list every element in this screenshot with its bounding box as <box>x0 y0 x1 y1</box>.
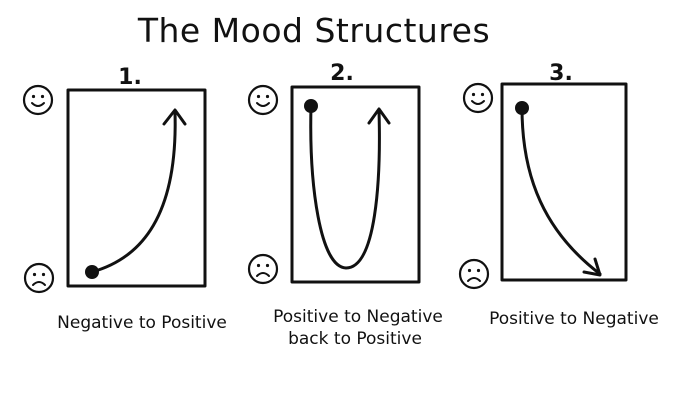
panel-2-caption-line-1: Positive to Negative <box>273 307 443 327</box>
panel-1: 1. Negative to Positive <box>22 65 227 333</box>
panel-2-number: 2. <box>330 61 354 86</box>
smiley-face-icon <box>247 84 279 116</box>
panel-3-start-dot <box>515 101 529 115</box>
smiley-face-icon <box>462 82 494 114</box>
panel-1-number: 1. <box>118 65 142 90</box>
panel-3-caption-line-1: Positive to Negative <box>489 309 659 329</box>
panel-3-mood-curve <box>520 106 602 276</box>
panel-1-arrowhead <box>162 108 187 126</box>
panel-1-mood-curve <box>90 110 177 274</box>
panel-3-number: 3. <box>549 61 573 86</box>
diagram-title: The Mood Structures <box>137 11 490 50</box>
panel-3: 3. Positive to Negative <box>458 61 659 329</box>
panel-2-frame <box>290 85 421 284</box>
panel-2-mood-curve <box>309 104 381 270</box>
panel-2: 2. Positive to Negative back to Positive <box>247 61 443 349</box>
sad-face-icon <box>247 253 279 285</box>
sad-face-icon <box>23 262 55 294</box>
smiley-face-icon <box>22 84 54 116</box>
panel-2-arrowhead <box>367 107 391 125</box>
panel-2-start-dot <box>304 99 318 113</box>
panel-1-start-dot <box>85 265 99 279</box>
panel-1-frame <box>66 88 207 288</box>
sad-face-icon <box>458 258 490 290</box>
panel-2-caption-line-2: back to Positive <box>288 329 422 349</box>
panel-3-frame <box>500 82 628 282</box>
panel-1-caption-line-1: Negative to Positive <box>57 313 227 333</box>
panel-3-arrowhead <box>582 257 602 277</box>
